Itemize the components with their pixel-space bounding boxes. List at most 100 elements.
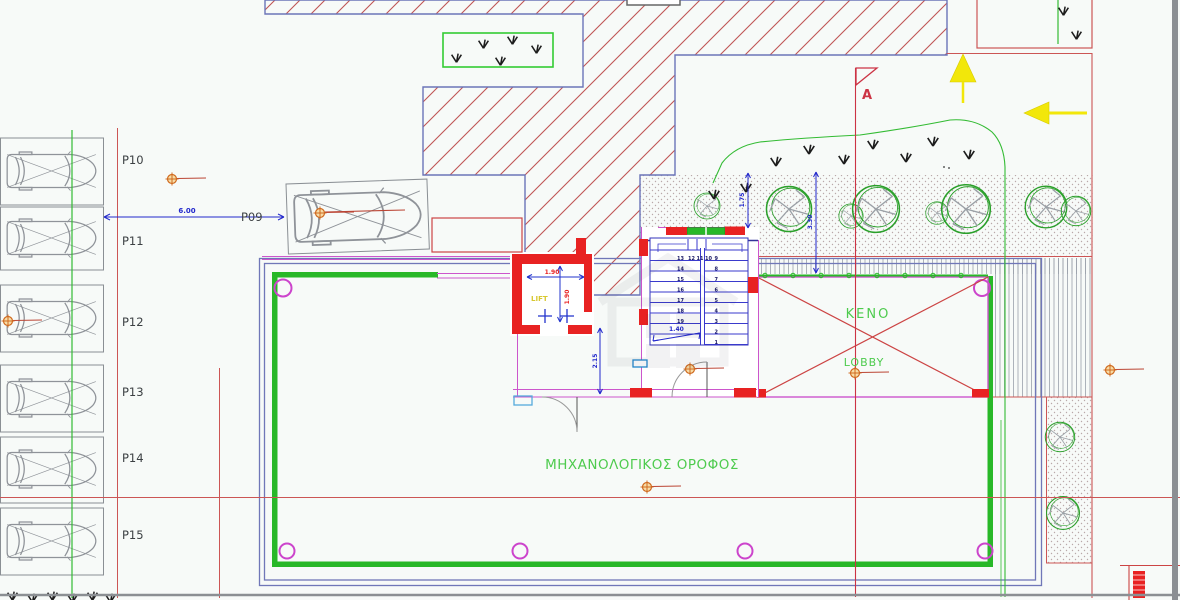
grass-icon (494, 55, 507, 67)
lift-shaft: 1.90 1.90 LIFT (510, 238, 594, 336)
svg-text:4: 4 (715, 309, 719, 315)
grass-icon (506, 34, 519, 46)
stair-treads (650, 239, 748, 345)
svg-text:8: 8 (715, 267, 719, 273)
stall-label-p13: P13 (122, 385, 144, 399)
stall-label-p10: P10 (122, 153, 144, 167)
column-circles (273, 278, 994, 560)
aisle-stall-p09: 6.00 P09 (103, 178, 523, 255)
grass-icon (530, 43, 543, 55)
svg-text:6: 6 (715, 288, 719, 294)
svg-text:6.00: 6.00 (178, 207, 195, 215)
svg-text:2: 2 (715, 330, 719, 336)
watermark-house-icon (597, 252, 739, 368)
aisle-width-dim: 6.00 (103, 207, 285, 221)
lift-width-dim: 1.90 (545, 269, 560, 276)
car-icon (6, 150, 97, 192)
flight-width-dim: 1.40 (652, 326, 701, 342)
corridor: 2.15 (513, 327, 757, 433)
floor-title: ΜΗΧΑΝΟΛΟΓΙΚΟΣ ΟΡΟΦΟΣ (545, 457, 739, 473)
stair-core: 13 14 15 16 17 18 19 12 11 10 9 8 7 6 5 … (639, 226, 759, 397)
car-icon (6, 448, 97, 490)
survey-marker-icon (164, 171, 207, 187)
stall-label-p14: P14 (122, 451, 144, 465)
stall-label-p12: P12 (122, 315, 144, 329)
lift-depth-dim: 1.90 (564, 290, 571, 305)
parking-stall (0, 206, 104, 271)
yellow-arrow-up-icon (949, 53, 977, 103)
lobby-label: LOBBY (844, 356, 885, 369)
window-icon (513, 395, 533, 406)
svg-text:1: 1 (715, 340, 719, 346)
stall-label-p15: P15 (122, 528, 144, 542)
grass-icon (769, 155, 783, 167)
svg-text:19: 19 (677, 319, 684, 325)
void-area (746, 272, 989, 398)
parking-area: P10 P11 P12 P13 P14 P15 (0, 128, 220, 600)
svg-text:3: 3 (715, 319, 719, 325)
section-letter: A (862, 88, 872, 103)
parking-stall (0, 364, 104, 433)
grass-icon (899, 151, 913, 163)
survey-marker-icon (639, 479, 682, 495)
grass-icon (866, 138, 880, 150)
door-swing-icon (541, 396, 578, 433)
section-marker: A (854, 67, 879, 597)
grass-icon (1057, 5, 1070, 17)
door-leaf-icon (632, 359, 648, 368)
parking-stall (0, 284, 104, 353)
planting-dims: 1.75 3.30 (739, 171, 819, 274)
roof-box (626, 0, 681, 6)
yellow-arrow-left-icon (1023, 101, 1087, 125)
svg-text:11: 11 (697, 256, 704, 262)
svg-text:18: 18 (677, 309, 684, 315)
survey-marker-icon (1102, 362, 1145, 378)
planting-bed-dotted-right (1046, 397, 1092, 563)
car-icon (6, 520, 97, 562)
survey-marker-icon (0, 313, 43, 329)
stall-label-p09: P09 (241, 210, 263, 224)
grass-icon (837, 153, 851, 165)
planter-box (442, 32, 554, 68)
grass-icon (477, 38, 490, 50)
parking-stall (0, 507, 104, 576)
svg-text:1.40: 1.40 (669, 326, 684, 333)
svg-text:16: 16 (677, 288, 684, 294)
grass-icon (926, 135, 940, 147)
svg-text:2.15: 2.15 (592, 354, 599, 369)
svg-text:3.30: 3.30 (807, 215, 814, 230)
grass-icon (802, 143, 816, 155)
lift-door-icon (538, 309, 574, 323)
stall-label-p11: P11 (122, 234, 144, 248)
bottom-right-details (1120, 564, 1180, 600)
deck-band (755, 255, 1092, 564)
car-icon (6, 297, 97, 339)
car-icon (292, 185, 423, 248)
corridor-depth-dim: 2.15 (592, 327, 603, 395)
svg-text:5: 5 (715, 298, 719, 304)
car-icon (6, 377, 97, 419)
grass-icon (1070, 29, 1083, 41)
svg-text:14: 14 (677, 267, 684, 273)
landscape-edge (707, 119, 1006, 597)
building-outline (262, 256, 993, 567)
canopy-outline (431, 217, 523, 253)
grass-icon (962, 148, 976, 160)
stair-numbers: 13 14 15 16 17 18 19 12 11 10 9 8 7 6 5 … (677, 256, 718, 346)
svg-text:7: 7 (715, 277, 719, 283)
planter-top-right (976, 0, 1093, 49)
page-border-right (1172, 0, 1178, 600)
car-icon (6, 217, 97, 259)
grass-icon (450, 52, 463, 64)
svg-text:17: 17 (677, 298, 684, 304)
section-cut-flag-icon (855, 67, 879, 87)
svg-text:15: 15 (677, 277, 684, 283)
parking-stall (0, 436, 104, 504)
svg-text:1.75: 1.75 (739, 193, 746, 208)
lift-label: LIFT (531, 295, 548, 303)
svg-text:13: 13 (677, 256, 684, 262)
parking-stall (0, 137, 104, 206)
svg-text:12: 12 (688, 256, 695, 262)
